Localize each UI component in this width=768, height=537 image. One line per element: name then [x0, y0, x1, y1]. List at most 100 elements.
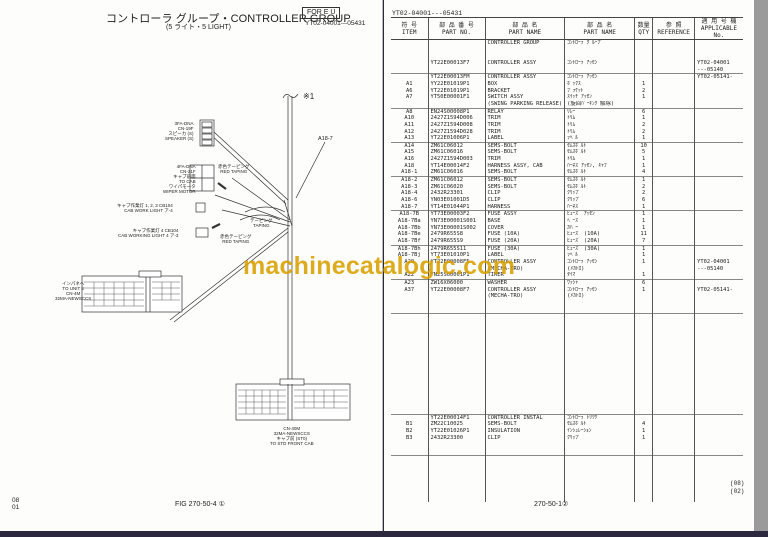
cell-part-name-jp: ﾄﾘﾑ: [564, 156, 635, 163]
cell-part-name-jp: [564, 313, 635, 321]
cell-qty: 1: [634, 135, 653, 143]
cell-qty: [634, 347, 653, 355]
cell-item: A37: [404, 286, 415, 293]
cell-qty: 5: [634, 149, 653, 157]
cell-part-no: 2427Z1594D003: [427, 156, 485, 163]
cell-applicable: [694, 121, 743, 129]
cell-part-name-en: COVER: [484, 224, 565, 232]
table-row: [391, 448, 743, 456]
cell-qty: [634, 380, 653, 388]
cell-part-name-en: [484, 327, 565, 335]
cell-part-name-en: [484, 454, 565, 463]
cell-qty: 4: [634, 169, 653, 177]
cell-item: [391, 313, 428, 321]
cell-reference: [652, 59, 695, 67]
cell-applicable: YT02-05141-: [694, 286, 743, 294]
page-code: 01: [12, 504, 20, 511]
cell-applicable: [694, 210, 743, 219]
cell-part-name-en: [484, 299, 565, 307]
cell-part-name-jp: [564, 367, 635, 374]
cell-applicable: [694, 462, 743, 469]
cell-qty: 2: [634, 87, 653, 95]
cell-item: A1: [406, 80, 413, 87]
page-code: (02): [730, 488, 745, 495]
figure-label: FIG 270-50-4 ①: [175, 501, 225, 508]
cell-item: A18-7: [401, 203, 418, 210]
figure-label: 270-50-1②: [534, 501, 569, 508]
cell-qty: [634, 265, 653, 273]
cell-part-name-jp: ﾄﾘﾑ: [564, 121, 635, 129]
cell-applicable: ---05140: [694, 265, 743, 273]
cell-reference: [652, 39, 695, 47]
page-code: 08: [12, 497, 20, 504]
cell-part-name-en: (MECHA-TRO): [484, 265, 565, 273]
cell-applicable: [694, 224, 743, 232]
cell-qty: 11: [634, 231, 653, 238]
cell-applicable: [694, 340, 743, 348]
cell-part-no: 2432R23301: [427, 190, 485, 198]
cell-applicable: [694, 320, 743, 328]
cell-part-name-jp: [564, 360, 635, 368]
cell-part-no: [427, 306, 485, 314]
cell-reference: [652, 252, 695, 259]
cell-part-name-en: BASE: [484, 218, 565, 225]
cell-qty: [634, 320, 653, 328]
taping-arc-2: [239, 214, 281, 221]
cell-part-name-en: SEMS-BOLT: [484, 141, 565, 150]
table-row: [391, 334, 743, 341]
table-row: [391, 441, 743, 449]
note-mark: ※1: [303, 92, 315, 101]
cell-part-no: ZW16X06000: [427, 278, 485, 287]
cell-applicable: YT02-04001: [694, 59, 743, 67]
cell-qty: [634, 393, 653, 401]
table-row: [391, 407, 743, 415]
cell-applicable: [694, 39, 743, 47]
cell-part-name-en: SEMS-BOLT: [484, 149, 565, 157]
cell-item: [391, 67, 428, 74]
cell-qty: 2: [634, 190, 653, 198]
cell-qty: 6: [634, 278, 653, 287]
cell-reference: [652, 462, 695, 469]
cell-item: A18-7Bb: [397, 224, 421, 231]
branch-to-light: [214, 194, 291, 223]
cell-applicable: [694, 156, 743, 163]
cell-part-no: YT22E01026P1: [427, 428, 485, 435]
cell-reference: [652, 107, 695, 116]
cell-part-name-en: CONTROLLER ASSY: [484, 73, 565, 81]
cell-part-no: [427, 46, 485, 54]
cell-part-name-jp: ｺﾝﾄﾛｰﾗ ｱｯｾﾝ: [564, 73, 635, 81]
cell-part-no: ZM61C06012: [427, 141, 485, 150]
cell-part-no: [427, 293, 485, 300]
cell-item: [391, 454, 428, 463]
cell-qty: [634, 407, 653, 415]
cell-applicable: [694, 100, 743, 109]
cell-applicable: [694, 149, 743, 157]
cell-reference: [652, 87, 695, 95]
cell-applicable: [694, 231, 743, 238]
cell-qty: [634, 400, 653, 408]
cell-applicable: [694, 448, 743, 456]
table-row: [391, 482, 743, 489]
red-taping-mark-2: [211, 223, 221, 229]
cell-qty: [634, 313, 653, 321]
cell-part-no: [427, 488, 485, 496]
cell-item: A18-7Bh: [391, 244, 428, 253]
cell-item: B2: [406, 428, 413, 435]
cell-qty: 1: [634, 203, 653, 211]
cell-reference: [652, 203, 695, 211]
cell-item: A10: [404, 115, 415, 122]
cell-applicable: [694, 468, 743, 476]
cell-part-no: YT73E01010P1: [427, 252, 485, 259]
table-row: [391, 347, 743, 355]
cell-item: A18-4: [401, 190, 418, 197]
cell-part-name-jp: [564, 66, 635, 74]
cell-part-name-en: [484, 400, 565, 408]
